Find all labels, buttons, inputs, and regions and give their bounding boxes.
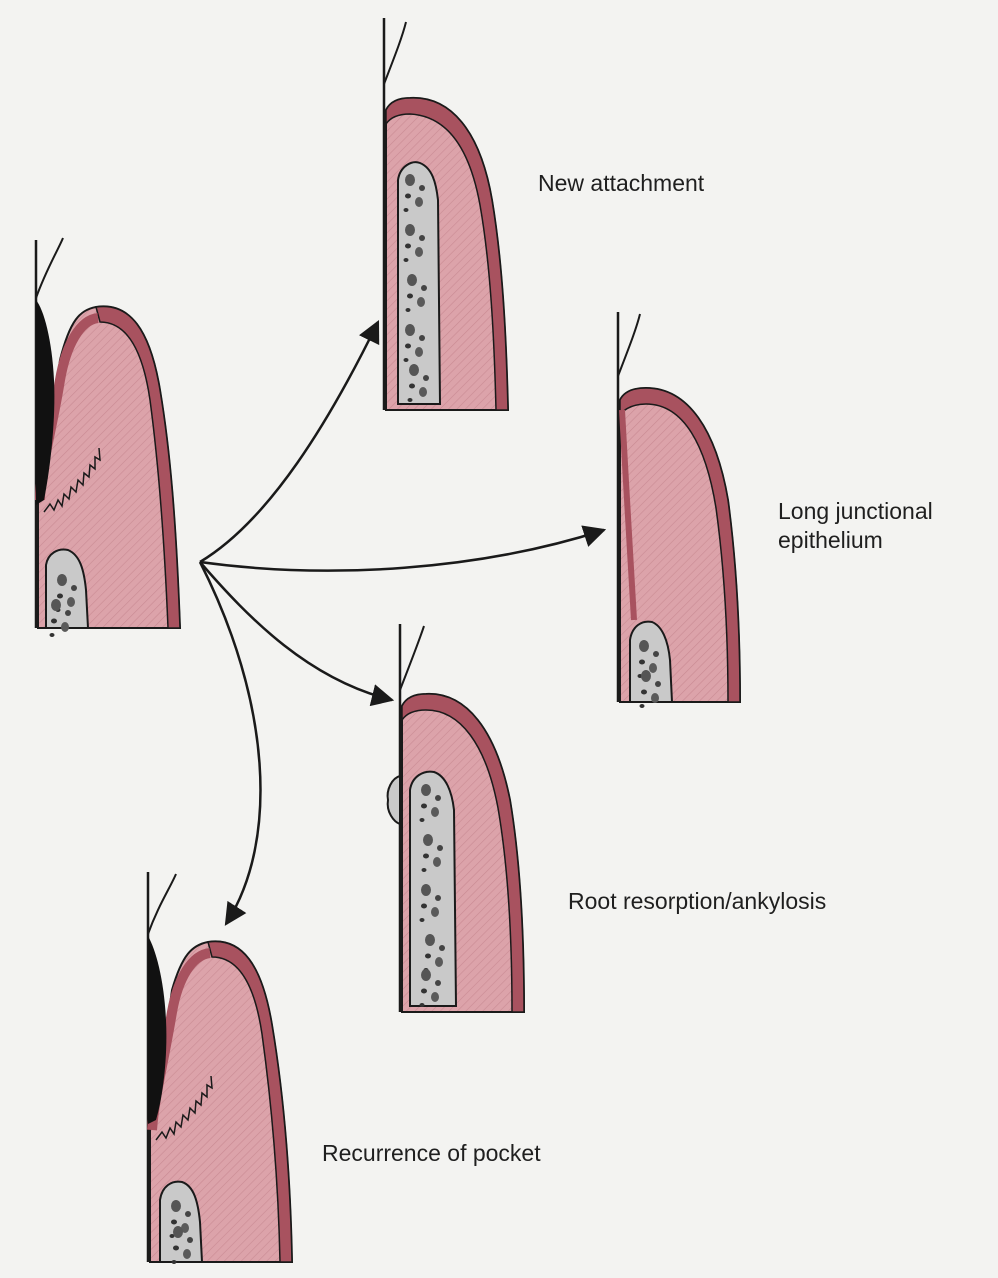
label-root-resorption: Root resorption/ankylosis: [568, 887, 826, 916]
arrow-to-root-resorption: [200, 562, 392, 700]
tissue-root-resorption: [388, 624, 524, 1012]
tissue-recurrence-pocket: [148, 872, 292, 1264]
arrow-to-long-junctional: [200, 530, 604, 571]
arrow-to-new-attachment: [200, 322, 378, 562]
label-new-attachment: New attachment: [538, 169, 704, 198]
label-long-junctional-line1: Long junctional: [778, 497, 933, 526]
label-long-junctional-line2: epithelium: [778, 526, 933, 555]
tissue-original-pocket: [36, 238, 180, 637]
tissue-new-attachment: [384, 18, 508, 410]
label-recurrence-of-pocket: Recurrence of pocket: [322, 1139, 541, 1168]
tissue-long-junctional-epithelium: [618, 312, 740, 708]
label-long-junctional-epithelium: Long junctional epithelium: [778, 497, 933, 555]
